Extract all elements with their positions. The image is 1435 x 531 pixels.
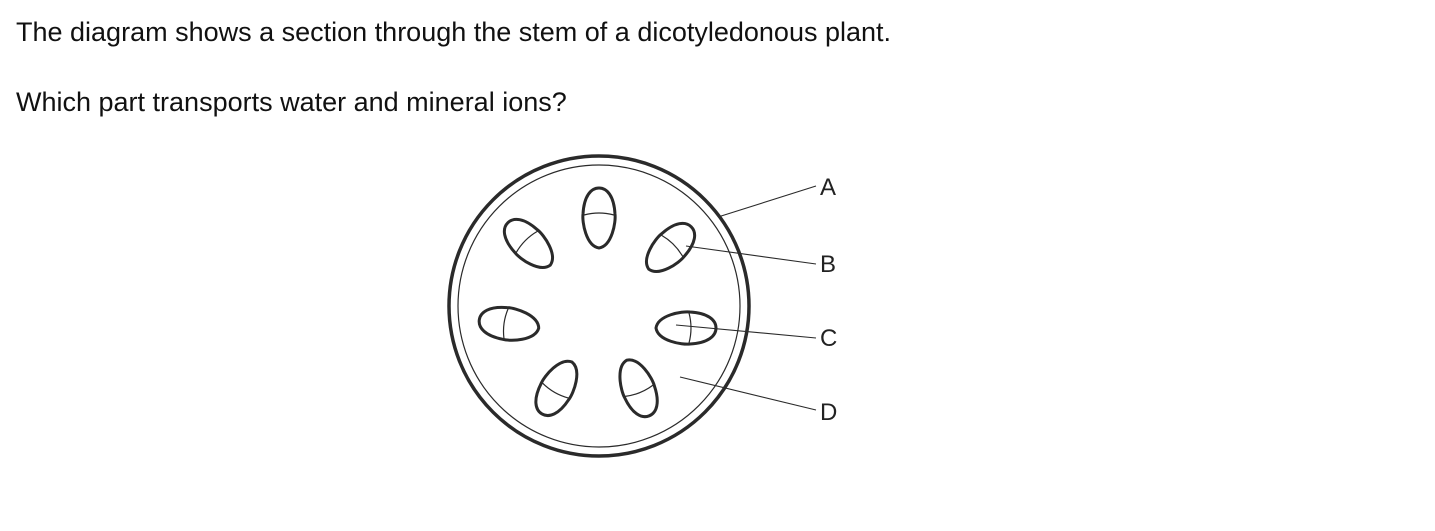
label-c: C xyxy=(820,325,837,352)
vascular-bundle xyxy=(502,217,554,269)
question-prompt: Which part transports water and mineral … xyxy=(16,87,567,117)
vascular-bundle xyxy=(477,305,541,342)
stem-outer-boundary xyxy=(447,154,751,458)
vascular-bundle xyxy=(654,310,718,346)
label-d: D xyxy=(820,399,837,426)
leader-line-b xyxy=(685,245,817,265)
label-a: A xyxy=(820,174,836,201)
vascular-bundle xyxy=(534,359,579,418)
leader-line-a xyxy=(717,185,817,218)
question-intro: The diagram shows a section through the … xyxy=(16,17,892,47)
vascular-bundle xyxy=(618,358,659,419)
vascular-bundle xyxy=(581,186,617,250)
label-b: B xyxy=(820,251,836,278)
leader-line-c xyxy=(675,324,817,339)
vascular-bundles xyxy=(477,186,718,419)
stem-inner-boundary xyxy=(457,164,741,448)
leader-lines xyxy=(675,185,817,411)
leader-line-d xyxy=(679,376,817,411)
vascular-bundle xyxy=(645,221,697,273)
